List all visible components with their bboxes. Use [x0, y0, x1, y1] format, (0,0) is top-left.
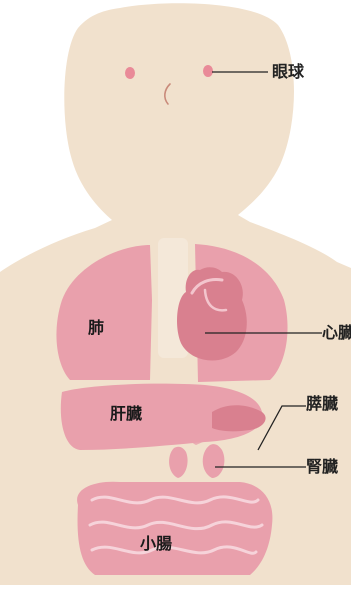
label-kidney: 腎臓: [306, 459, 338, 475]
cheek-right: [203, 65, 213, 77]
label-pancreas: 膵臓: [306, 396, 338, 412]
label-lung: 肺: [88, 320, 104, 336]
label-heart: 心臓: [322, 325, 351, 341]
small-intestine: [77, 482, 272, 575]
label-eye: 眼球: [272, 64, 304, 80]
cheek-left: [125, 67, 135, 79]
label-liver: 肝臓: [110, 406, 142, 422]
label-small-intestine: 小腸: [140, 536, 172, 552]
